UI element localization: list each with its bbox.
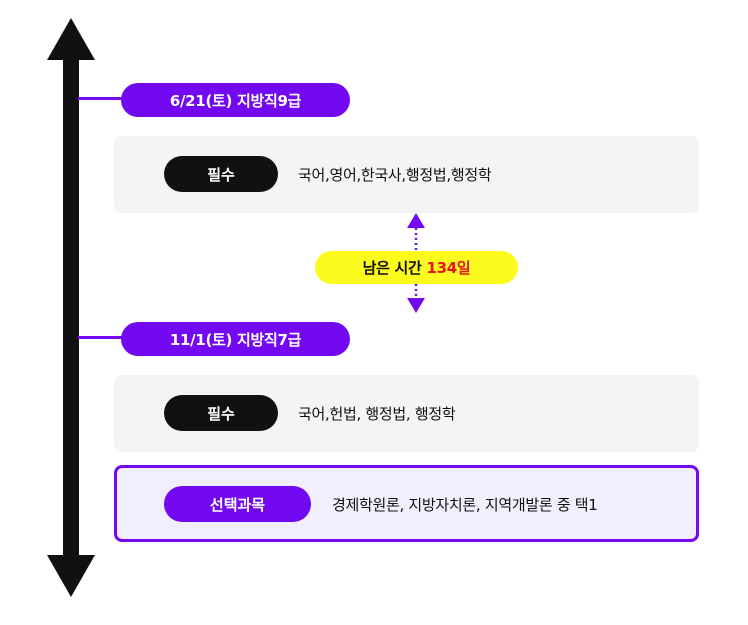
elective-subjects-text: 경제학원론, 지방자치론, 지역개발론 중 택1 xyxy=(332,496,598,514)
arrow-down-icon xyxy=(407,298,425,313)
required-subjects-panel: 필수 국어,헌법, 행정법, 행정학 xyxy=(114,375,699,452)
milestone-connector xyxy=(78,336,122,339)
timeline-arrow-up-icon xyxy=(47,18,95,60)
timeline-arrow-down-icon xyxy=(47,555,95,597)
elective-pill: 선택과목 xyxy=(164,486,311,522)
timeline-shaft xyxy=(63,56,79,559)
remaining-time-badge: 남은 시간 134일 xyxy=(315,251,518,284)
arrow-up-icon xyxy=(407,213,425,228)
milestone-badge: 11/1(토) 지방직7급 xyxy=(121,322,350,356)
required-pill: 필수 xyxy=(164,156,278,192)
required-pill: 필수 xyxy=(164,395,278,431)
remaining-label: 남은 시간 xyxy=(362,259,422,277)
elective-subjects-panel: 선택과목 경제학원론, 지방자치론, 지역개발론 중 택1 xyxy=(114,465,699,542)
milestone-connector xyxy=(78,97,122,100)
milestone-badge: 6/21(토) 지방직9급 xyxy=(121,83,350,117)
required-subjects-text: 국어,헌법, 행정법, 행정학 xyxy=(298,405,456,423)
required-subjects-panel: 필수 국어,영어,한국사,행정법,행정학 xyxy=(114,136,699,213)
required-subjects-text: 국어,영어,한국사,행정법,행정학 xyxy=(298,166,492,184)
remaining-count: 134일 xyxy=(426,259,471,277)
